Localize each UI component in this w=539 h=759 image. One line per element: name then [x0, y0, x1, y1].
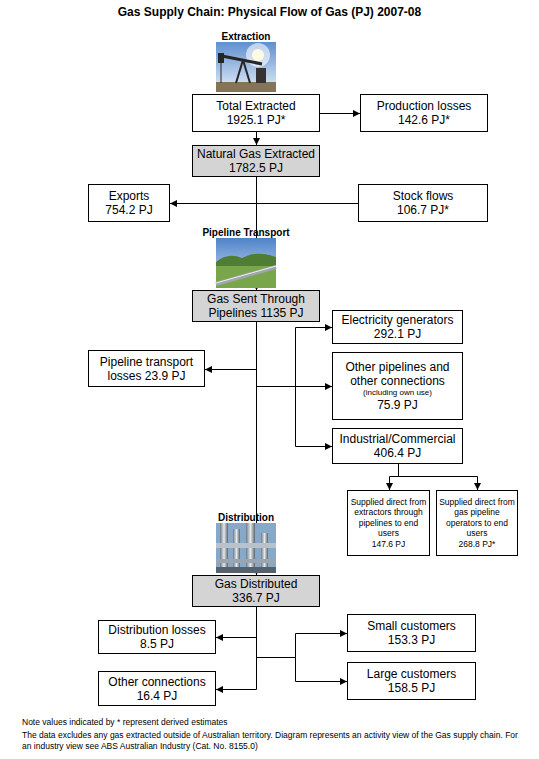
photo-sky	[216, 523, 276, 573]
extraction-photo	[216, 42, 276, 92]
photo-pipe	[233, 529, 240, 573]
box-text: Natural Gas Extracted	[197, 147, 315, 161]
flow-box: Distribution losses8.5 PJ	[98, 620, 216, 654]
box-text: Gas Distributed	[215, 577, 298, 591]
photo-sky	[216, 42, 276, 92]
photo-base	[216, 567, 276, 573]
box-value: 147.6 PJ	[372, 539, 406, 550]
flow-box: Other pipelines and other connections(in…	[332, 352, 463, 420]
pump-motor	[256, 68, 266, 83]
flow-box: Small customers153.3 PJ	[347, 614, 476, 652]
box-value: 142.6 PJ*	[398, 113, 450, 127]
flow-box: Supplied direct from extractors through …	[347, 490, 430, 556]
diagram-title: Gas Supply Chain: Physical Flow of Gas (…	[0, 5, 539, 19]
flow-box: Production losses142.6 PJ*	[360, 94, 488, 132]
box-value: 106.7 PJ*	[397, 203, 449, 217]
box-text: Stock flows	[393, 189, 454, 203]
pipe-highlight	[216, 266, 276, 283]
box-value: 406.4 PJ	[374, 446, 421, 460]
flow-arrow	[256, 132, 257, 145]
photo-hills	[216, 254, 276, 288]
flow-arrow	[257, 322, 333, 387]
flow-arrow	[216, 607, 257, 690]
box-value: 1782.5 PJ	[229, 161, 283, 175]
box-value: (including own use)	[363, 388, 432, 398]
sun	[252, 49, 264, 61]
footnote: Note values indicated by * represent der…	[22, 717, 532, 728]
box-text: Pipeline transport losses 23.9 PJ	[91, 355, 202, 383]
box-value: 75.9 PJ	[377, 398, 418, 412]
flow-arrow	[390, 464, 399, 490]
flow-box: Industrial/Commercial406.4 PJ	[332, 428, 463, 464]
flow-arrow	[170, 177, 257, 204]
flow-box: Electricity generators292.1 PJ	[332, 310, 463, 344]
flow-arrow	[320, 113, 360, 114]
pipeline-photo	[216, 238, 276, 288]
flow-arrow	[257, 607, 348, 682]
flow-box: Pipeline transport losses 23.9 PJ	[88, 350, 205, 387]
photo-ground	[216, 82, 276, 92]
box-text: Other connections	[108, 675, 205, 689]
box-value: 16.4 PJ	[137, 689, 178, 703]
photo-pipe	[216, 267, 276, 284]
box-value: 1925.1 PJ*	[227, 113, 286, 127]
pump-head	[218, 53, 224, 63]
box-value: 754.2 PJ	[105, 203, 152, 217]
photo-sky	[216, 238, 276, 288]
photo-pipe	[216, 559, 276, 563]
box-text: Small customers	[367, 619, 456, 633]
flow-arrow	[216, 607, 257, 638]
flow-arrow	[257, 322, 333, 387]
box-text: Large customers	[367, 667, 456, 681]
pump-frame	[236, 60, 243, 83]
box-text: Industrial/Commercial	[339, 432, 455, 446]
box-text: Gas Sent Through Pipelines 1135 PJ	[195, 292, 317, 320]
box-value: 268.8 PJ*	[459, 539, 496, 550]
box-text: Exports	[109, 189, 150, 203]
stage-box: Gas Sent Through Pipelines 1135 PJ	[192, 290, 320, 322]
pump-frame	[243, 60, 250, 83]
stage-box: Gas Distributed336.7 PJ	[192, 575, 320, 607]
photo-field	[216, 266, 276, 288]
flow-box: Stock flows106.7 PJ*	[358, 184, 488, 222]
photo-pipe	[216, 543, 276, 548]
box-value: 158.5 PJ	[388, 681, 435, 695]
box-text: Production losses	[377, 99, 472, 113]
stage-heading: Pipeline Transport	[176, 227, 316, 238]
stage-box: Natural Gas Extracted1782.5 PJ	[192, 145, 320, 177]
distribution-photo	[216, 523, 276, 573]
box-value: 8.5 PJ	[140, 637, 174, 651]
box-text: Electricity generators	[341, 313, 453, 327]
flow-box: Large customers158.5 PJ	[347, 662, 476, 700]
box-text: Supplied direct from gas pipeline operat…	[439, 497, 515, 539]
box-text: Total Extracted	[216, 99, 295, 113]
flow-arrow	[257, 322, 333, 447]
box-text: Distribution losses	[108, 623, 205, 637]
footnote: The data excludes any gas extracted outs…	[22, 730, 527, 752]
stage-heading: Extraction	[176, 31, 316, 42]
flow-box: Exports754.2 PJ	[88, 184, 170, 222]
box-value: 153.3 PJ	[388, 633, 435, 647]
box-value: 336.7 PJ	[232, 591, 279, 605]
flow-box: Other connections16.4 PJ	[98, 671, 216, 706]
flow-box: Total Extracted1925.1 PJ*	[192, 94, 320, 132]
box-text: Other pipelines and other connections	[335, 360, 460, 388]
flow-arrow	[205, 322, 257, 370]
box-value: 292.1 PJ	[374, 327, 421, 341]
box-text: Supplied direct from extractors through …	[350, 497, 427, 539]
flow-arrow	[399, 464, 478, 490]
flow-arrow	[257, 607, 348, 658]
flow-box: Supplied direct from gas pipeline operat…	[436, 490, 518, 556]
stage-heading: Distribution	[176, 512, 316, 523]
pump-rod	[221, 63, 222, 83]
